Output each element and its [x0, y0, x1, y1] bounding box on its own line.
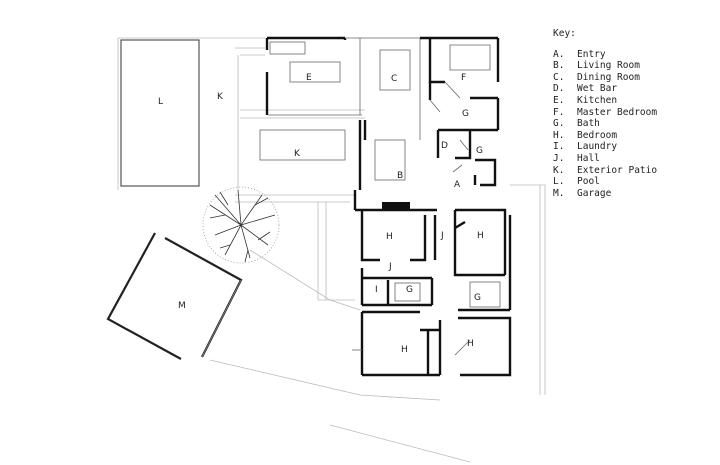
label-h-2: H: [477, 231, 484, 241]
legend-letter: D.: [553, 83, 565, 95]
legend-letter: H.: [553, 129, 565, 141]
garage: [106, 232, 243, 360]
label-g-1: G: [462, 109, 469, 119]
master-wing-thin: [429, 44, 491, 173]
legend-label: Kitchen: [577, 94, 618, 106]
pool: [120, 39, 200, 187]
legend-item: E. Kitchen: [553, 95, 657, 107]
label-i: I: [375, 285, 378, 295]
east-bedroom-thin: [454, 281, 501, 356]
legend-item: K. Exterior Patio: [553, 165, 657, 177]
legend-letter: I.: [553, 141, 565, 153]
legend-letter: B.: [553, 60, 565, 72]
legend-item: I. Laundry: [553, 141, 657, 153]
legend-item: H. Bedroom: [553, 130, 657, 142]
legend-label: Entry: [577, 48, 606, 60]
label-k-2: K: [294, 149, 301, 159]
legend-item: J. Hall: [553, 153, 657, 165]
legend-item: B. Living Room: [553, 60, 657, 72]
label-j-2: J: [388, 262, 392, 272]
legend-label: Living Room: [577, 60, 640, 72]
legend-label: Master Bedroom: [577, 106, 658, 118]
label-h-4: H: [467, 339, 474, 349]
label-h-1: H: [386, 232, 393, 242]
legend-letter: K.: [553, 164, 565, 176]
label-f: F: [461, 73, 466, 83]
legend-item: F. Master Bedroom: [553, 107, 657, 119]
legend-label: Pool: [577, 176, 600, 188]
legend-letter: G.: [553, 118, 565, 130]
legend-label: Hall: [577, 152, 600, 164]
legend-item: G. Bath: [553, 118, 657, 130]
site-lines: [117, 37, 546, 463]
label-b: B: [397, 171, 403, 181]
legend-label: Garage: [577, 187, 612, 199]
tree: [202, 186, 280, 264]
legend: Key: A. Entry B. Living Room C. Dining Room…: [553, 28, 657, 199]
label-k-1: K: [217, 92, 224, 102]
label-d: D: [441, 141, 448, 151]
legend-item: C. Dining Room: [553, 72, 657, 84]
label-j-1: J: [440, 231, 444, 241]
fireplace: [382, 202, 410, 210]
east-bedroom-walls: [438, 208, 512, 377]
label-e: E: [306, 73, 312, 83]
legend-letter: J.: [553, 152, 565, 164]
legend-letter: F.: [553, 106, 565, 118]
north-wing-thin: [259, 37, 421, 181]
label-g-4: G: [474, 293, 481, 303]
north-wing-walls: [265, 36, 367, 190]
west-bedroom-thin: [352, 282, 421, 351]
legend-letter: M.: [553, 187, 565, 199]
legend-label: Exterior Patio: [577, 164, 658, 176]
legend-letter: C.: [553, 71, 565, 83]
label-h-3: H: [401, 345, 408, 355]
legend-item: A. Entry: [553, 49, 657, 61]
legend-label: Bath: [577, 118, 600, 130]
legend-letter: E.: [553, 94, 565, 106]
legend-label: Bedroom: [577, 129, 618, 141]
legend-item: D. Wet Bar: [553, 83, 657, 95]
label-g-2: G: [476, 146, 483, 156]
legend-letter: L.: [553, 176, 565, 188]
legend-item: M. Garage: [553, 188, 657, 200]
master-wing-walls: [420, 36, 500, 187]
west-bedroom-walls: [360, 210, 440, 377]
legend-title: Key:: [553, 28, 576, 39]
label-g-3: G: [406, 285, 413, 295]
legend-label: Dining Room: [577, 71, 640, 83]
label-m: M: [178, 301, 186, 311]
label-l: L: [158, 97, 163, 107]
legend-item: L. Pool: [553, 176, 657, 188]
legend-letter: A.: [553, 48, 565, 60]
label-a: A: [454, 180, 461, 190]
label-c: C: [391, 74, 397, 84]
legend-label: Laundry: [577, 141, 618, 153]
legend-label: Wet Bar: [577, 83, 618, 95]
